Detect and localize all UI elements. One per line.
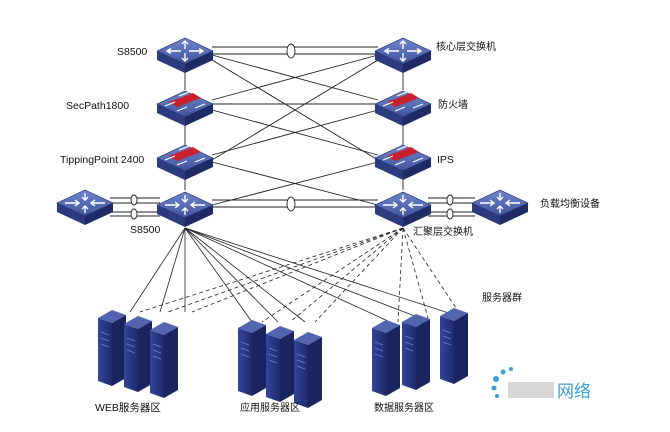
server-icon bbox=[439, 307, 469, 385]
server-group-label: 服务器群 bbox=[482, 291, 522, 304]
ips-left-label: TippingPoint 2400 bbox=[60, 154, 144, 166]
link-aggregation-marks bbox=[130, 43, 454, 220]
ips-icon bbox=[374, 144, 432, 181]
switch-icon bbox=[156, 37, 214, 74]
watermark: 网络 bbox=[491, 367, 591, 402]
load-balancer-icon bbox=[56, 189, 114, 226]
web-zone-label: WEB服务器区 bbox=[95, 401, 161, 414]
firewall-icon bbox=[156, 90, 214, 127]
switch-icon bbox=[156, 191, 214, 228]
data-zone-label: 数据服务器区 bbox=[374, 401, 434, 414]
agg-left-server-links bbox=[129, 227, 453, 323]
firewall-icon bbox=[374, 90, 432, 127]
server-icon bbox=[97, 309, 127, 387]
core-left-label: S8500 bbox=[117, 46, 148, 58]
ips-icon bbox=[156, 144, 214, 181]
firewall-left-label: SecPath1800 bbox=[66, 100, 129, 112]
server-icon bbox=[149, 321, 179, 399]
agg-right-server-links bbox=[139, 227, 461, 323]
app-zone-label: 应用服务器区 bbox=[240, 401, 300, 414]
switch-icon bbox=[374, 37, 432, 74]
watermark-dots-icon bbox=[491, 367, 513, 398]
switch-icon bbox=[374, 191, 432, 228]
agg-left-label: S8500 bbox=[130, 224, 161, 236]
firewall-right-label: 防火墙 bbox=[438, 98, 468, 111]
core-links bbox=[110, 46, 475, 217]
watermark-text: 网络 bbox=[557, 382, 591, 402]
server-icon bbox=[123, 315, 153, 393]
server-icon bbox=[293, 331, 323, 409]
server-icon bbox=[401, 313, 431, 391]
load-balancer-label: 负载均衡设备 bbox=[540, 197, 600, 210]
server-icon bbox=[237, 319, 267, 397]
load-balancer-icon bbox=[471, 189, 529, 226]
server-icon bbox=[265, 325, 295, 403]
core-right-label: 核心层交换机 bbox=[436, 40, 496, 53]
ips-right-label: IPS bbox=[437, 154, 454, 166]
agg-right-label: 汇聚层交换机 bbox=[413, 225, 473, 238]
watermark-blur bbox=[508, 382, 554, 398]
server-icon bbox=[371, 319, 401, 397]
